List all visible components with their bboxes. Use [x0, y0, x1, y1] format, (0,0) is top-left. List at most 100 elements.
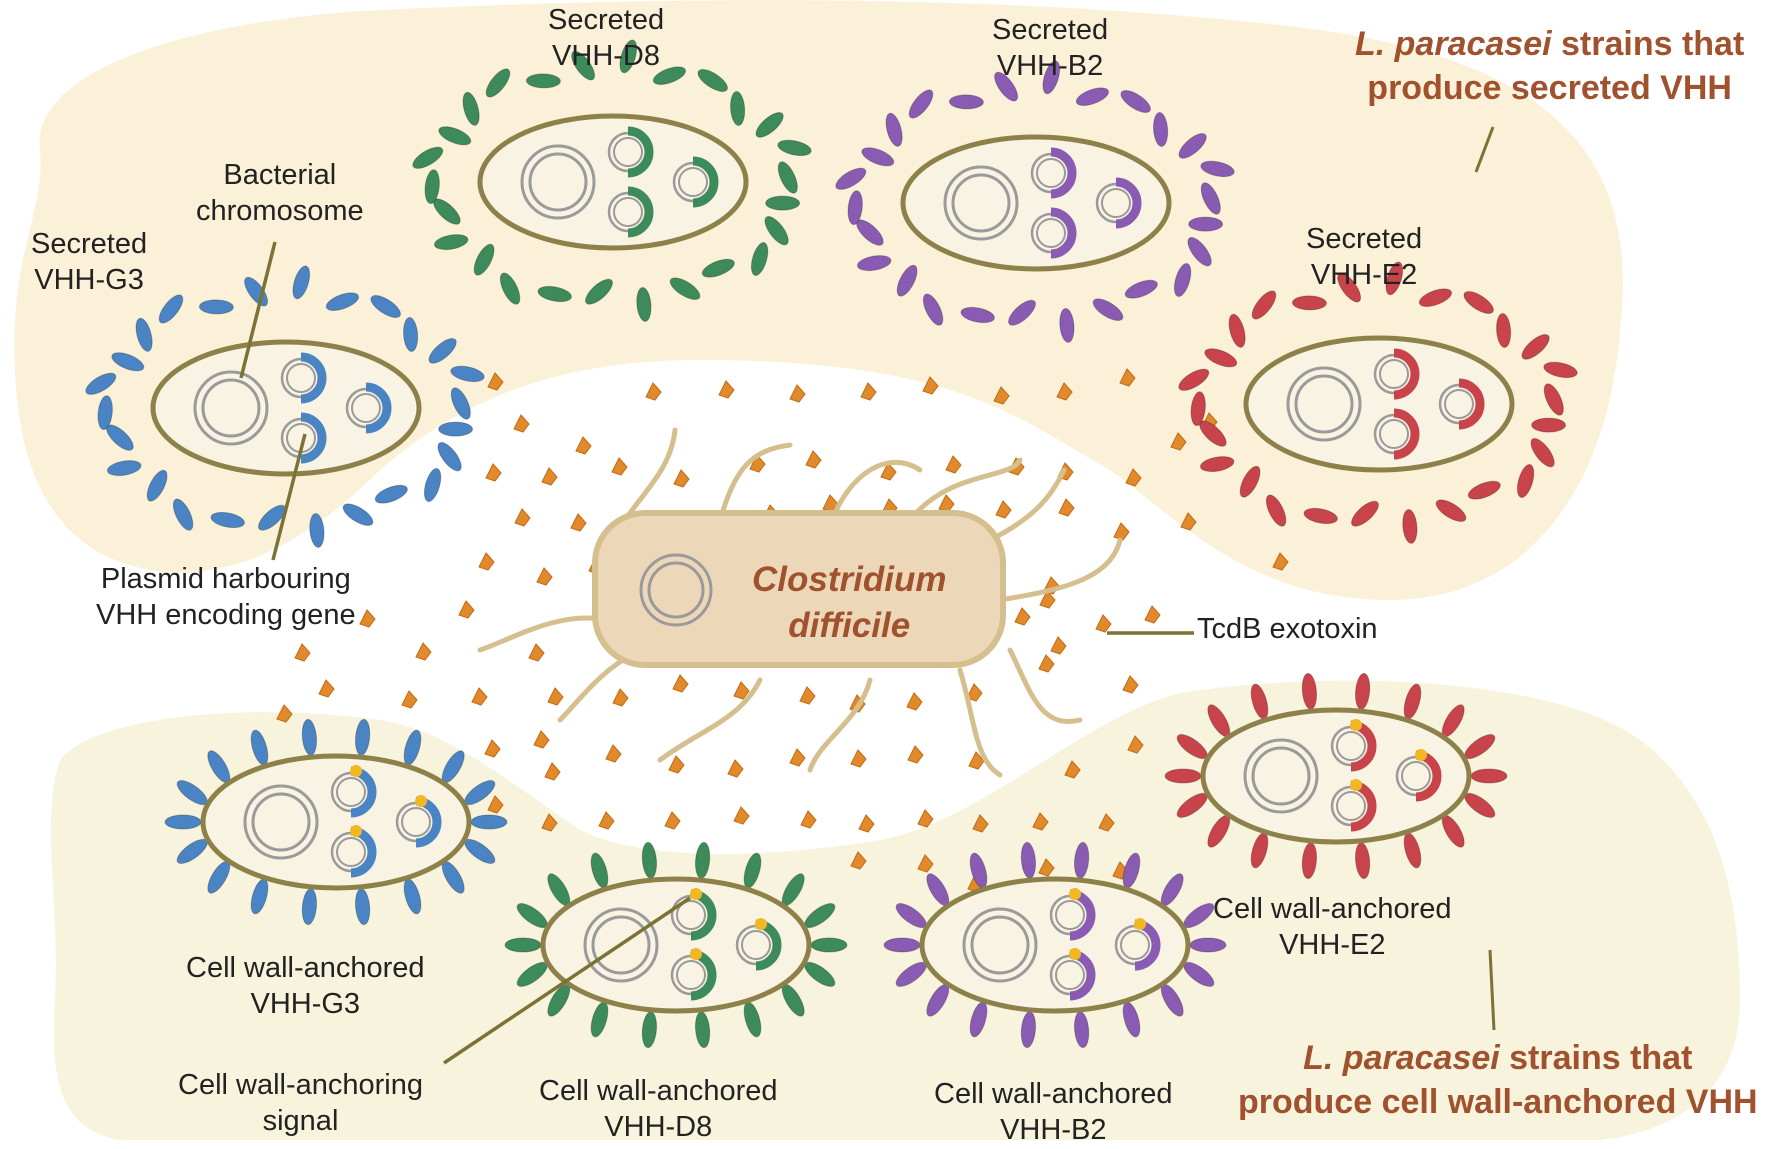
- tcdb-toxin-particle: [547, 687, 564, 706]
- secreted-vhh-particle: [669, 277, 701, 300]
- secreted-vhh-particle: [1435, 499, 1467, 522]
- cell-wall-anchoring-signal: [1350, 719, 1362, 731]
- vhh-gene-arc: [1458, 378, 1485, 430]
- tcdb-toxin-particle: [1122, 675, 1139, 694]
- tcdb-toxin-particle: [1144, 605, 1161, 624]
- tcdb-toxin-particle: [1272, 552, 1289, 571]
- bacterial-chromosome-pointer: [239, 241, 277, 379]
- secreted-vhh-particle: [636, 286, 652, 322]
- flagellum: [657, 677, 763, 763]
- tcdb-toxin-particle: [972, 814, 989, 833]
- tcdb-toxin-particle: [359, 609, 376, 628]
- secreted-vhh-particle: [210, 511, 245, 529]
- anchored-vhh-e2-label: Cell wall-anchored VHH-E2: [1213, 893, 1452, 962]
- tcdb-toxin-particle: [484, 739, 501, 758]
- secreted-vhh-particle: [1265, 494, 1287, 527]
- plasmid-ring-inner: [1379, 419, 1409, 449]
- plasmid-ring-inner: [1401, 761, 1431, 791]
- secreted-vhh-particle: [896, 264, 918, 297]
- secreted-vhh-particle: [424, 169, 440, 205]
- secreted-vhh-particle: [1059, 307, 1075, 343]
- tcdb-toxin-particle: [544, 762, 561, 781]
- anchoring-signal-pointer: [443, 896, 691, 1065]
- tcdb-toxin-particle: [458, 600, 475, 619]
- secreted-vhh-particle: [1516, 464, 1535, 498]
- secreted-vhh-particle: [85, 372, 117, 395]
- tcdb-toxin-particle: [860, 382, 877, 401]
- tcdb-toxin-particle: [727, 759, 744, 778]
- secreted-vhh-particle: [438, 126, 472, 146]
- tcdb-toxin-particle: [1064, 760, 1081, 779]
- flagellum: [997, 537, 1123, 603]
- secreted-vhh-particle: [652, 66, 687, 85]
- tcdb-toxin-particle: [536, 567, 553, 586]
- vhh-gene-arc: [627, 186, 654, 238]
- secreted-vhh-particle: [1385, 261, 1404, 296]
- secreted-vhh-particle: [1092, 298, 1124, 321]
- secreted-vhh-particle: [585, 278, 613, 305]
- secreted-vhh-particle: [835, 167, 867, 190]
- secreted-vhh-b2-cell: [835, 60, 1235, 343]
- tcdb-toxin-particle: [611, 457, 628, 476]
- secreted-vhh-particle: [370, 295, 401, 318]
- secreted-vhh-particle: [258, 504, 286, 531]
- vhh-gene-arc: [692, 156, 719, 208]
- secreted-vhh-e2-cell: [1178, 261, 1578, 544]
- bacterial-chromosome-label: Bacterial chromosome: [196, 159, 364, 228]
- bacterial-chromosome-inner: [1251, 746, 1311, 806]
- secreted-vhh-particle: [1153, 112, 1169, 147]
- secreted-vhh-particle: [1187, 236, 1212, 267]
- tcdb-toxin-particle: [575, 436, 592, 455]
- secreted-strains-region: [14, 0, 1623, 600]
- secreted-vhh-particle: [1178, 368, 1210, 391]
- secreted-vhh-particle: [450, 365, 485, 383]
- secreted-vhh-particle: [1303, 507, 1338, 525]
- anchored-region-title: L. paracasei strains that produce cell w…: [1238, 1036, 1758, 1124]
- secreted-vhh-particle: [1531, 417, 1567, 433]
- bacterial-chromosome-inner: [951, 173, 1011, 233]
- bacterial-chromosome-outer: [583, 907, 659, 983]
- secreted-vhh-particle: [1204, 348, 1238, 368]
- secreted-vhh-particle: [701, 258, 735, 278]
- secreted-vhh-particle: [750, 242, 769, 276]
- tcdb-toxin-particle: [487, 372, 504, 391]
- secreted-vhh-particle: [525, 73, 561, 89]
- tcdb-toxin-particle: [1170, 432, 1187, 451]
- flagellum: [477, 615, 608, 653]
- clostridium-label: Clostridium difficile: [752, 560, 947, 645]
- flagellum: [717, 442, 793, 523]
- tcdb-toxin-particle: [1127, 735, 1144, 754]
- tcdb-toxin-particle: [789, 748, 806, 767]
- tcdb-toxin-particle: [733, 806, 750, 825]
- anchored-vhh-g3-label: Cell wall-anchored VHH-G3: [186, 952, 425, 1021]
- bacterial-chromosome-inner: [201, 378, 261, 438]
- secreted-vhh-particle: [960, 306, 995, 324]
- bacterial-chromosome-inner: [1294, 374, 1354, 434]
- tcdb-toxin-particle: [880, 462, 897, 481]
- anchored-vhh-b2-cell: [883, 841, 1227, 1049]
- cell-wall-anchoring-signal: [1134, 918, 1146, 930]
- secreted-vhh-particle: [571, 50, 596, 81]
- flagellum: [807, 677, 873, 773]
- plasmid-ring-inner: [351, 393, 381, 423]
- secreted-vhh-particle: [135, 317, 153, 352]
- secreted-vhh-particle: [485, 68, 511, 98]
- tcdb-toxin-particle: [850, 851, 867, 870]
- vhh-gene-arc: [1115, 177, 1142, 229]
- secreted-vhh-particle: [922, 293, 944, 326]
- flagellum: [827, 459, 923, 528]
- tcdb-toxin-particle: [800, 810, 817, 829]
- secreted-vhh-particle: [111, 352, 145, 372]
- tcdb-toxin-particle: [541, 813, 558, 832]
- anchored-title-pointer: [1488, 949, 1496, 1031]
- secreted-vhh-particle: [885, 112, 903, 147]
- secreted-vhh-particle: [765, 195, 801, 211]
- secreted-title-line1: L. paracasei strains that: [1355, 25, 1745, 63]
- secreted-vhh-e2-label: Secreted VHH-E2: [1306, 223, 1423, 292]
- cell-wall-anchoring-signal: [755, 918, 767, 930]
- secreted-vhh-particle: [309, 512, 325, 548]
- tcdb-toxin-particle: [993, 386, 1010, 405]
- bacterial-chromosome-inner: [970, 915, 1030, 975]
- plasmid-ring-inner: [1120, 930, 1150, 960]
